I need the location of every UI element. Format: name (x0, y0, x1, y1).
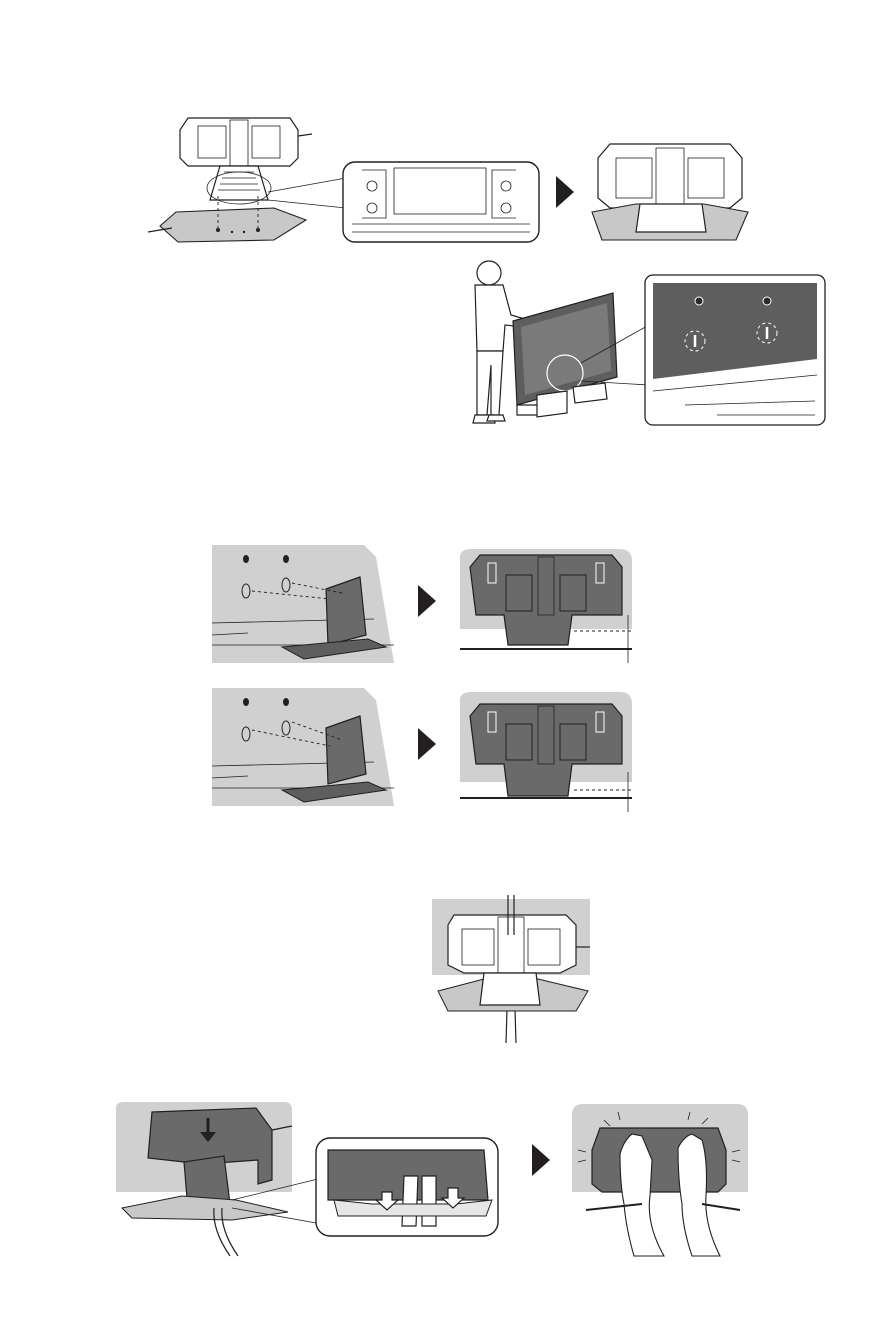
screws-lower-illustration (460, 692, 632, 812)
screws-upper-illustration (460, 549, 632, 663)
next-arrow-icon (418, 728, 436, 760)
cover-zoom-illustration (316, 1138, 498, 1236)
tv-back-zoom-illustration (645, 275, 825, 425)
next-arrow-icon (532, 1144, 550, 1176)
stand-bracket-illustration (180, 118, 298, 204)
person-holding-tv-illustration (473, 261, 617, 423)
cover-press-illustration (572, 1104, 748, 1256)
figure-stand-attach (140, 108, 760, 248)
assembled-stand-illustration (592, 144, 748, 240)
figure-stand-insert-upper (208, 545, 648, 665)
figure-cable-routing (430, 895, 600, 1045)
stand-insert-lower-illustration (212, 688, 394, 806)
zoom-detail-illustration (343, 162, 539, 242)
stand-base-illustration (160, 196, 306, 242)
figure-cable-cover (112, 1100, 752, 1260)
next-arrow-icon (556, 176, 574, 208)
next-arrow-icon (418, 585, 436, 617)
cable-cover-illustration (116, 1102, 292, 1256)
figure-stand-insert-lower (208, 688, 648, 813)
cable-routing-illustration (432, 895, 590, 1043)
figure-tv-lowering (455, 255, 835, 435)
stand-insert-upper-illustration (212, 545, 394, 663)
